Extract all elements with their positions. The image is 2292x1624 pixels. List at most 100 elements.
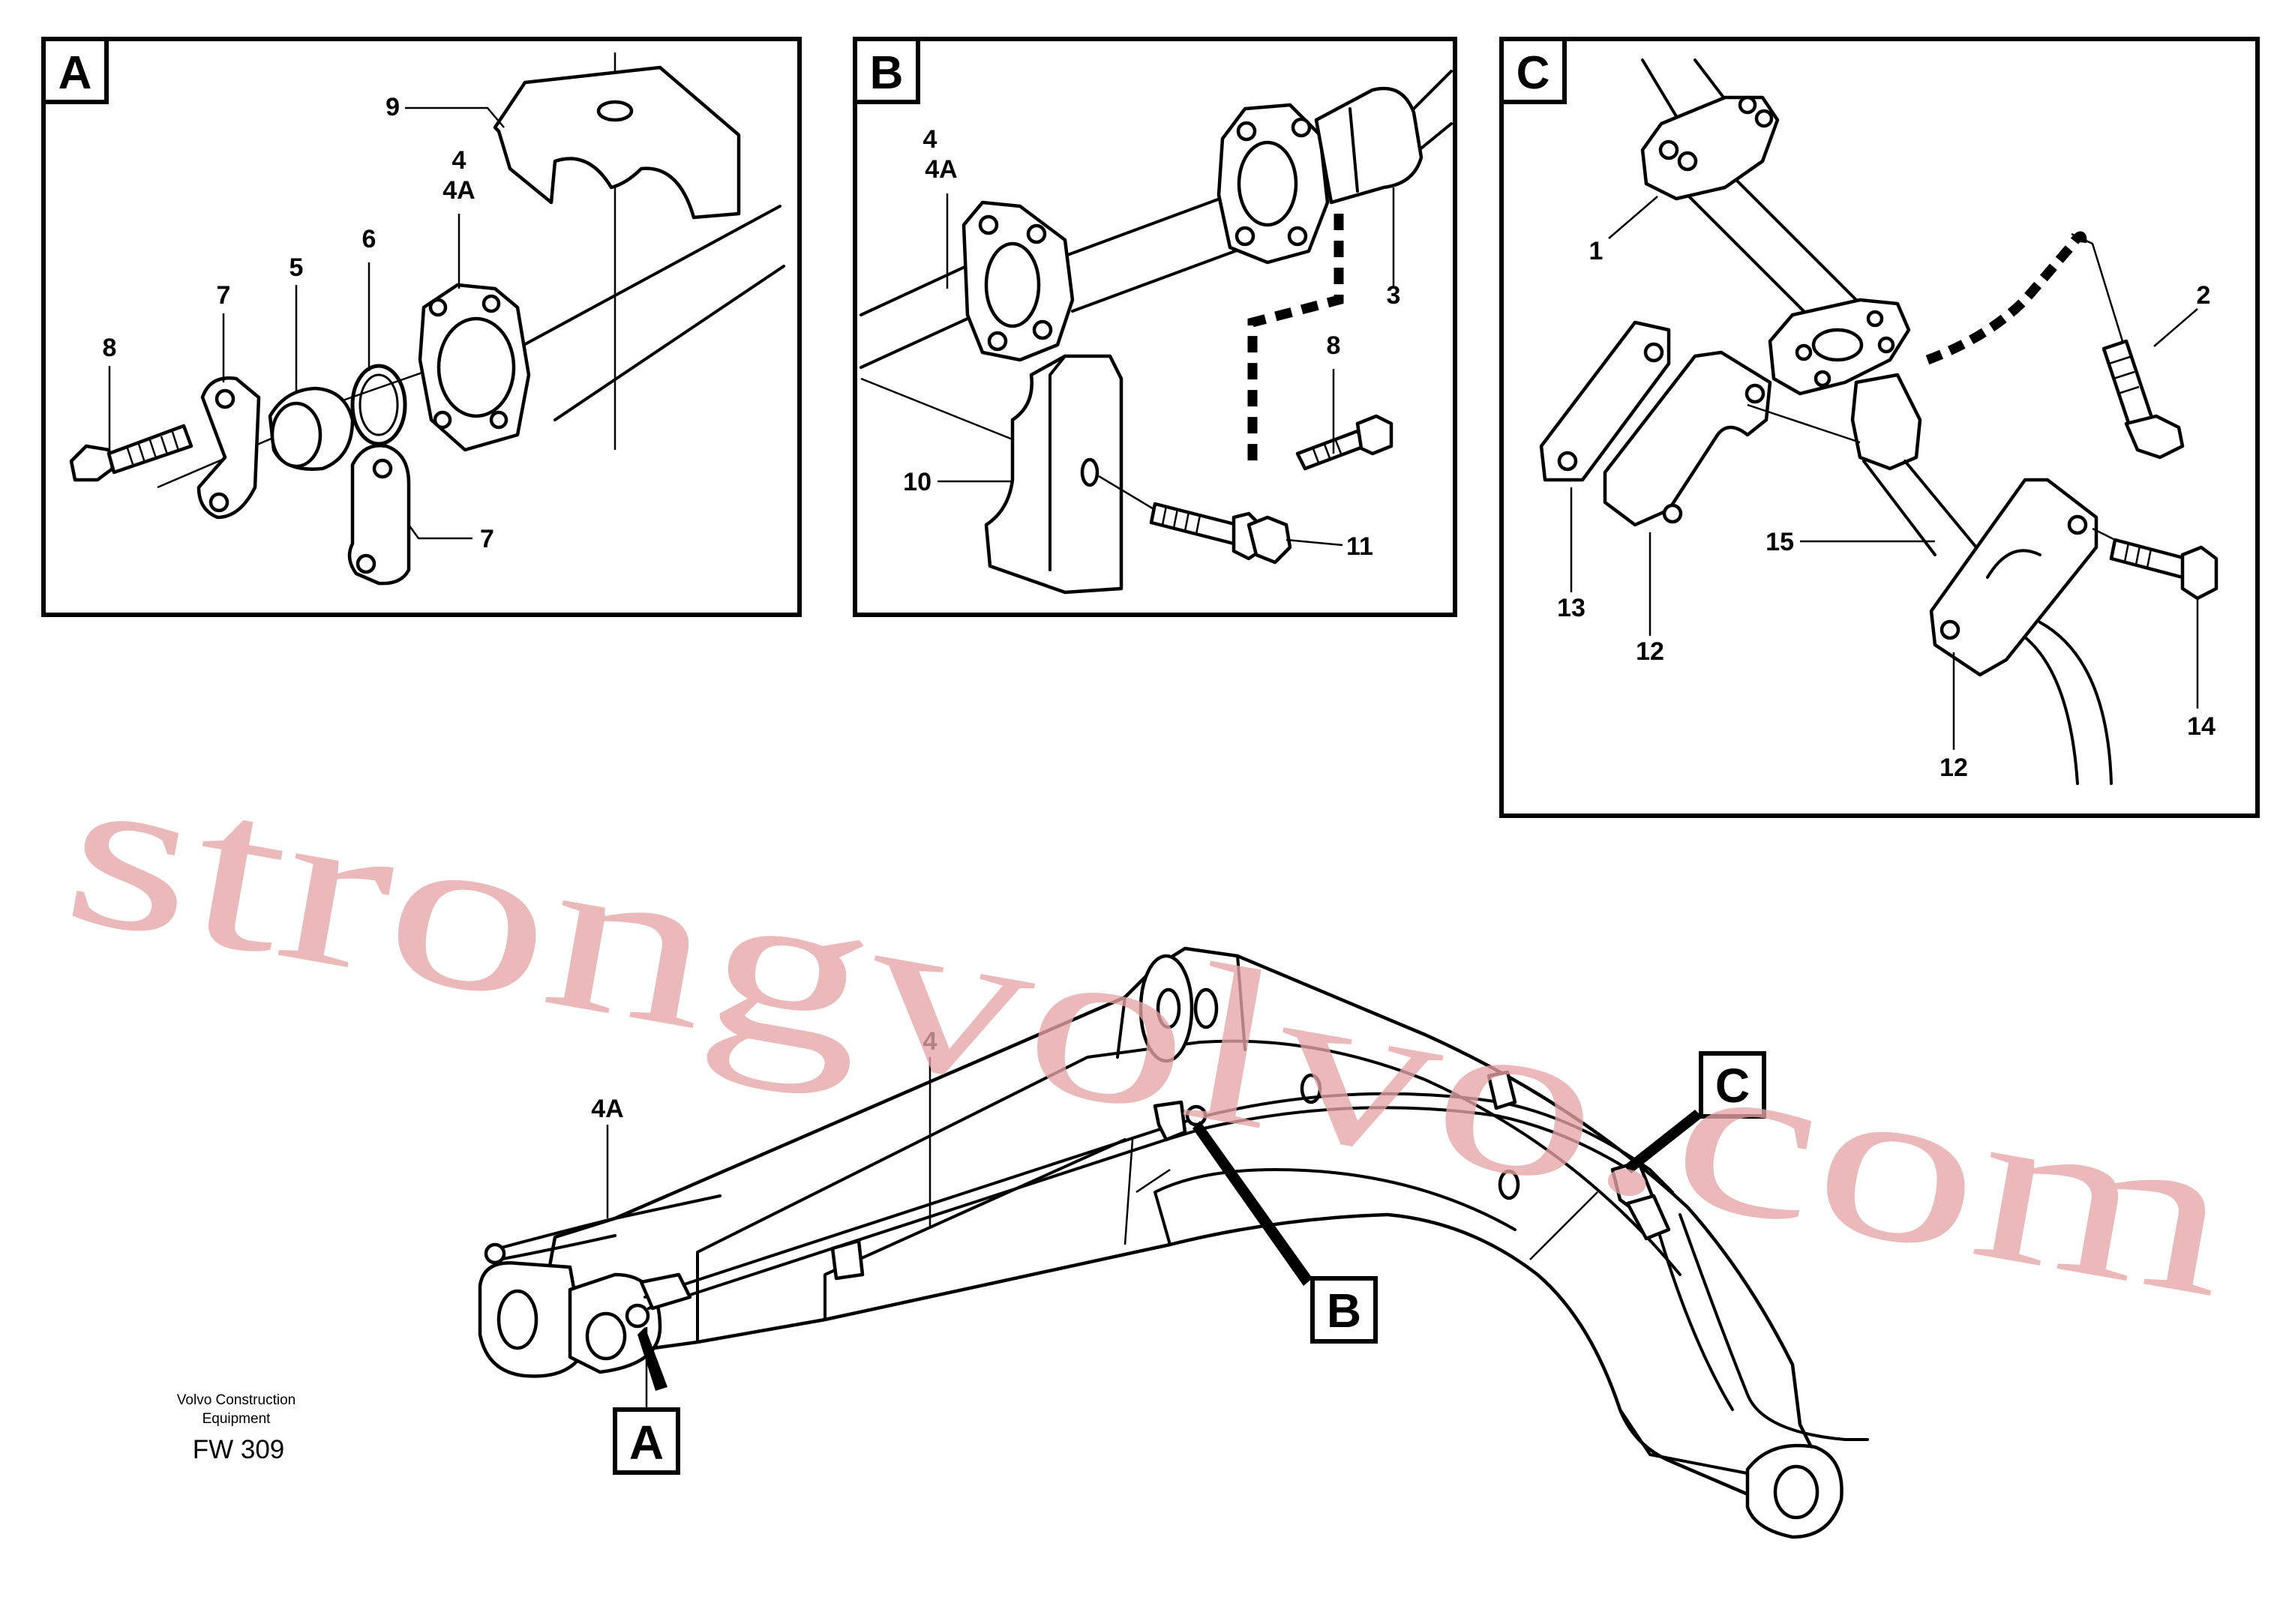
part-8-bolt-head <box>1355 414 1394 456</box>
panel-c-hose-dashed <box>1925 231 2087 365</box>
clamp-hole <box>1643 342 1664 363</box>
part-3-hose-dashed <box>1247 214 1344 465</box>
label-a-6: 6 <box>362 225 376 253</box>
flange-hole <box>1234 226 1256 247</box>
label-b-4: 4 <box>923 125 938 154</box>
boom-pivot-hole <box>1156 987 1181 1029</box>
panel-c-letter: C <box>1516 47 1550 99</box>
flange-hole <box>1814 370 1832 388</box>
label-b-3: 3 <box>1387 281 1401 310</box>
label-a-7a: 7 <box>217 281 231 310</box>
flange-hole <box>1236 121 1257 142</box>
label-main-4a: 4A <box>591 1095 623 1123</box>
part-15-hose-lower <box>2024 621 2113 785</box>
panel-b-bolt-axis <box>1098 475 1156 511</box>
callout-b-arrow <box>1192 1121 1312 1286</box>
part-14-bolt-head <box>2180 545 2218 601</box>
line-4-nose-second <box>1652 1213 1734 1411</box>
panel-a-letter: A <box>58 47 92 99</box>
line-4-second <box>647 1106 1648 1310</box>
label-c-12a: 12 <box>1636 637 1664 666</box>
boom-foot-lug-hole <box>585 1311 627 1361</box>
part-15-hose <box>1862 460 1978 556</box>
part-8-bolt-thread <box>126 431 180 467</box>
part-10-bolt-hole <box>1080 457 1100 487</box>
caption-line2: Equipment <box>202 1411 272 1427</box>
flange-hole <box>489 410 508 430</box>
part-9-clamp-half <box>493 65 741 220</box>
label-a-8: 8 <box>103 334 117 362</box>
boom-line-clamp <box>830 1239 865 1281</box>
part-11-bolt-head <box>1246 515 1292 565</box>
part-12-clamp-upper <box>1603 350 1772 527</box>
callout-b-box <box>1310 1276 1378 1344</box>
part-6-o-ring-inner <box>358 373 399 436</box>
line-4a-lower <box>497 1234 616 1261</box>
leader-main-b-b <box>1136 1168 1171 1194</box>
part-15-hose-fitting <box>1850 373 1922 471</box>
boom-assembly: 4A 4 A B C <box>478 946 1869 1539</box>
part-13-clamp-plate <box>1539 320 1671 482</box>
caption-line1: Volvo Construction <box>177 1392 296 1408</box>
label-a-9: 9 <box>386 93 400 121</box>
flange-hole <box>1877 336 1895 354</box>
line-4a-fitting <box>484 1242 506 1265</box>
boom-foot-clamp <box>639 1272 692 1311</box>
panel-c-tag <box>1499 37 1567 104</box>
part-12-clamp-saddle <box>1986 549 2042 579</box>
callout-c-arrow <box>1624 1110 1702 1173</box>
line-4 <box>644 1092 1674 1299</box>
part-9-bolt-hole <box>596 100 634 122</box>
part-flange-lower-bore <box>1811 328 1864 362</box>
label-a-4: 4 <box>452 146 466 175</box>
label-main-4: 4 <box>923 1027 938 1056</box>
callout-c-box <box>1699 1051 1766 1119</box>
panel-a-tube <box>508 205 785 421</box>
callout-c-letter: C <box>1715 1059 1750 1113</box>
leader-b-11 <box>1286 538 1343 547</box>
boom-foot-hole <box>496 1289 538 1350</box>
clamp-hole <box>372 458 393 479</box>
boom-line-clamp <box>1486 1070 1517 1110</box>
label-c-12b: 12 <box>1940 754 1968 782</box>
panel-b-axis <box>860 377 1021 444</box>
leader-main-c <box>1529 1191 1598 1260</box>
clamp-hole <box>356 553 376 574</box>
part-1-flange <box>1640 95 1780 201</box>
boom-hole <box>1300 1073 1322 1104</box>
part-8-bolt-shank <box>106 424 194 475</box>
leader-a-7b <box>407 524 472 540</box>
part-7-clamp-half-bottom <box>347 444 411 586</box>
label-c-14: 14 <box>2187 712 2216 741</box>
part-10-clamp-bracket <box>984 354 1124 595</box>
panel-b-tag <box>853 37 920 104</box>
clamp-hole <box>2067 514 2088 535</box>
figure-caption: Volvo Construction Equipment FW 309 <box>177 1392 296 1464</box>
flange-hole <box>428 298 448 317</box>
flange-hole <box>1032 319 1053 340</box>
label-b-11: 11 <box>1346 532 1373 561</box>
leader-c-1 <box>1608 196 1658 239</box>
label-a-5: 5 <box>290 253 304 282</box>
label-c-15: 15 <box>1766 528 1794 556</box>
flange-hole <box>1677 151 1698 172</box>
leader-c-2 <box>2153 308 2198 347</box>
part-11-bolt-thread <box>1161 505 1202 535</box>
part-5-nipple-face <box>270 401 322 469</box>
boom-pivot-hole <box>1193 987 1219 1029</box>
flange-hole <box>1658 139 1679 160</box>
panel-b: B <box>853 37 1457 617</box>
leader-main-b-a <box>1124 1139 1134 1245</box>
label-b-10: 10 <box>903 468 932 496</box>
clamp-hole <box>1557 451 1578 472</box>
label-c-1: 1 <box>1589 237 1604 265</box>
boom-nose-edge <box>1618 1408 1749 1475</box>
part-10-bracket-edge <box>1048 355 1066 571</box>
flange-hole <box>978 214 999 235</box>
flange-hole <box>482 294 501 313</box>
flange-hole <box>987 331 1008 352</box>
part-12-clamp-lower <box>1929 478 2098 677</box>
part-3-hose-fitting <box>1314 86 1424 205</box>
boom-nose-hole <box>1773 1464 1820 1520</box>
